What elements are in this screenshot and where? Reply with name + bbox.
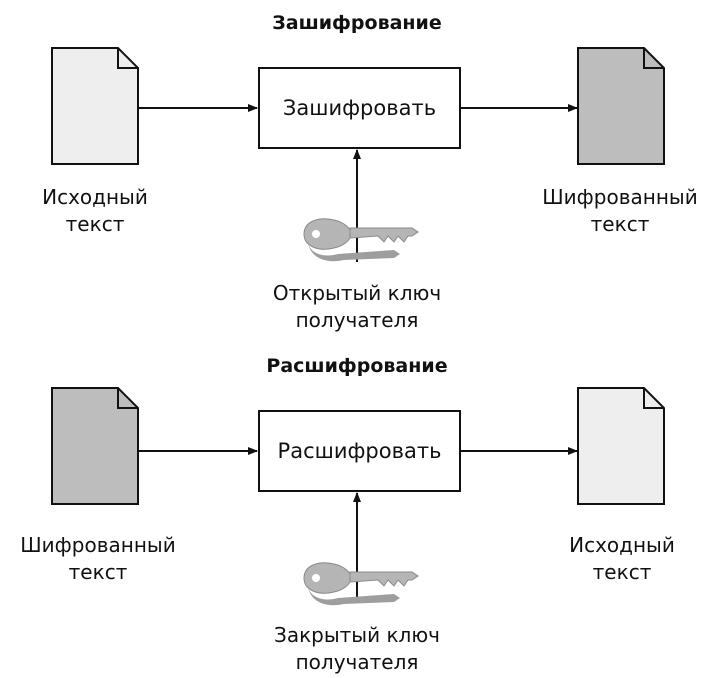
plaintext-document-icon <box>577 387 665 505</box>
plaintext-label: Исходный текст <box>552 532 692 586</box>
public-key-label: Открытый ключ получателя <box>232 280 482 334</box>
key-icon <box>303 218 419 262</box>
encrypt-process-label: Зашифровать <box>282 96 437 120</box>
public-key-label-line1: Открытый ключ <box>272 281 442 305</box>
plaintext-label-line1: Исходный <box>42 185 148 209</box>
plaintext-document-icon <box>51 47 139 165</box>
ciphertext-label-line1: Шифрованный <box>20 533 176 557</box>
plaintext-label: Исходный текст <box>25 184 165 238</box>
ciphertext-label-line1: Шифрованный <box>542 185 698 209</box>
plaintext-label-line1: Исходный <box>569 533 675 557</box>
decrypt-process-box: Расшифровать <box>258 410 461 492</box>
private-key-label-line2: получателя <box>295 650 419 674</box>
plaintext-label-line2: текст <box>592 560 652 584</box>
private-key-label: Закрытый ключ получателя <box>232 622 482 676</box>
decryption-title: Расшифрование <box>266 355 448 377</box>
encrypt-process-box: Зашифровать <box>258 67 461 149</box>
ciphertext-label-line2: текст <box>590 212 650 236</box>
key-icon <box>303 562 419 606</box>
ciphertext-document-icon <box>577 47 665 165</box>
private-key-label-line1: Закрытый ключ <box>274 623 440 647</box>
ciphertext-label: Шифрованный текст <box>535 184 705 238</box>
encryption-title: Зашифрование <box>272 12 442 34</box>
ciphertext-label: Шифрованный текст <box>8 532 188 586</box>
plaintext-label-line2: текст <box>65 212 125 236</box>
decrypt-process-label: Расшифровать <box>277 439 442 463</box>
ciphertext-label-line2: текст <box>68 560 128 584</box>
ciphertext-document-icon <box>51 387 139 505</box>
public-key-label-line2: получателя <box>295 308 419 332</box>
